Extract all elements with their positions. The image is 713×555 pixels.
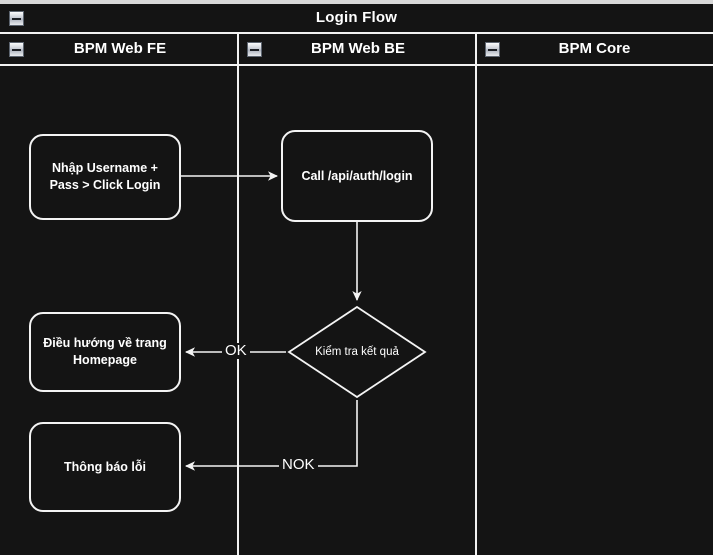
diagram-title-bar: Login Flow xyxy=(0,4,713,34)
edge-label-ok: OK xyxy=(222,343,250,359)
edge-decision-to-error xyxy=(185,400,358,471)
node-show-error[interactable]: Thông báo lỗi xyxy=(29,422,181,512)
lane-header-bpm-web-be: BPM Web BE xyxy=(311,40,405,57)
lane-divider-be-core xyxy=(475,34,477,555)
lane-header-bpm-web-fe: BPM Web FE xyxy=(73,40,167,57)
minus-box-icon[interactable] xyxy=(9,11,24,26)
minus-box-icon-lane-fe[interactable] xyxy=(9,42,24,57)
node-navigate-homepage[interactable]: Điều hướng về trang Homepage xyxy=(29,312,181,392)
lane-header-band: BPM Web FE BPM Web BE BPM Core xyxy=(0,34,713,66)
edge-label-nok: NOK xyxy=(279,457,318,473)
minus-box-icon-lane-be[interactable] xyxy=(247,42,262,57)
lane-header-bpm-core: BPM Core xyxy=(558,40,631,57)
minus-box-icon-lane-core[interactable] xyxy=(485,42,500,57)
page-title: Login Flow xyxy=(315,9,398,26)
lane-divider-fe-be xyxy=(237,34,239,555)
node-input-credentials[interactable]: Nhập Username + Pass > Click Login xyxy=(29,134,181,220)
swimlane-diagram: Login Flow BPM Web FE BPM Web BE BPM Cor… xyxy=(0,4,713,555)
node-check-result-decision[interactable]: Kiểm tra kết quả xyxy=(286,304,428,400)
node-call-login-api[interactable]: Call /api/auth/login xyxy=(281,130,433,222)
